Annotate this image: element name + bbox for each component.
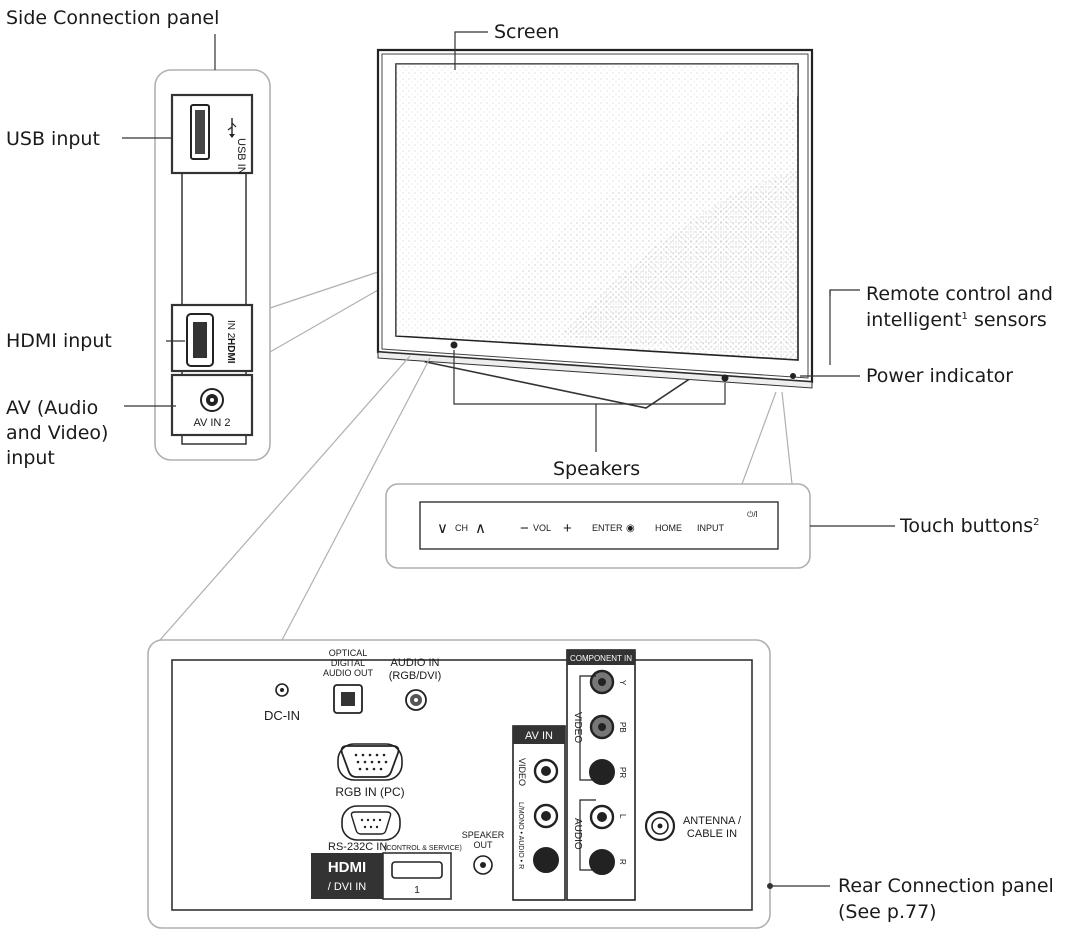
usb-icon — [227, 118, 237, 138]
antenna-label-1: ANTENNA / — [683, 815, 742, 827]
rgb-in-label: RGB IN (PC) — [335, 785, 404, 799]
component-y-label: Y — [618, 680, 627, 686]
footnote-2-marker: 2 — [1033, 517, 1040, 528]
optical-label-1: OPTICAL — [329, 648, 368, 658]
av-in-label: AV IN — [525, 730, 553, 742]
vol-down-button[interactable]: − — [520, 520, 529, 537]
av-input-label-line1: AV (Audio — [6, 397, 99, 419]
touch-buttons-label: Touch buttons2 — [900, 514, 1040, 538]
component-pr-jack — [589, 759, 615, 785]
hdmi-logo-block — [311, 853, 383, 899]
vol-up-button[interactable]: + — [563, 520, 572, 537]
footnote-1-marker: 1 — [961, 311, 968, 322]
power-indicator-label: Power indicator — [866, 365, 1014, 387]
remote-sensor-label-line2: intelligent1 sensors — [866, 308, 1047, 332]
speakers-label: Speakers — [553, 458, 641, 480]
component-video-label: VIDEO — [572, 712, 583, 743]
av-video-label: VIDEO — [517, 758, 527, 786]
rs232-label: RS-232C IN — [328, 841, 387, 853]
tv-set — [376, 48, 814, 409]
av-in2-label: AV IN 2 — [193, 417, 230, 429]
component-audio-label: AUDIO — [572, 818, 583, 850]
touch-buttons-label-text: Touch buttons — [900, 515, 1034, 537]
component-in-label: COMPONENT IN — [570, 654, 632, 663]
rs232-small-label: (CONTROL & SERVICE) — [384, 845, 462, 852]
remote-sensor-label-suffix: sensors — [967, 309, 1047, 331]
optical-label-2: DIGITAL — [331, 658, 365, 668]
screen-label: Screen — [494, 21, 560, 43]
hdmi-rear-port — [391, 861, 443, 879]
remote-sensor-label-text: intelligent — [866, 309, 962, 331]
speaker-out-label-1: SPEAKER — [462, 830, 505, 840]
component-pr-label: PR — [618, 767, 627, 778]
audio-in-label-2: (RGB/DVI) — [389, 670, 442, 682]
side-connection-panel: USB IN IN 2 HDMI AV IN 2 — [154, 69, 379, 461]
usb-port-frame — [170, 93, 254, 175]
dc-in-label: DC-IN — [264, 708, 300, 723]
component-l-label: L — [618, 814, 627, 819]
hdmi-rear-logo: HDMI — [328, 859, 366, 876]
speaker-out-label-2: OUT — [474, 840, 494, 850]
remote-sensor-label-line1: Remote control and — [866, 283, 1053, 305]
hdmi-in2-label: IN 2 — [225, 320, 236, 339]
touch-buttons-panel — [385, 391, 811, 569]
av-audio-r-jack — [533, 847, 559, 873]
optical-label-3: AUDIO OUT — [323, 668, 374, 678]
enter-button[interactable]: ENTER — [592, 523, 623, 533]
rear-connection-panel-label-line2: (See p.77) — [838, 901, 937, 923]
home-button[interactable]: HOME — [655, 523, 682, 533]
av-audio-label: L/MONO • AUDIO • R — [517, 802, 524, 869]
touch-buttons-labels: ∨ CH ∧ − VOL + ENTER ◉ HOME INPUT ⏻/I — [437, 510, 758, 537]
rear-connection-panel-label-line1: Rear Connection panel — [838, 875, 1054, 897]
rgb-port — [340, 745, 400, 778]
speaker-right-dot — [721, 374, 729, 382]
rear-panel-labels: DC-IN OPTICAL DIGITAL AUDIO OUT AUDIO IN… — [264, 648, 742, 896]
input-button[interactable]: INPUT — [697, 523, 725, 533]
enter-dot-icon: ◉ — [626, 523, 635, 534]
component-r-jack — [589, 849, 615, 875]
hdmi-port-number: 1 — [414, 885, 420, 896]
antenna-label-2: CABLE IN — [687, 828, 737, 840]
speaker-left-dot — [450, 341, 458, 349]
component-pb-label: PB — [618, 722, 627, 733]
side-connection-panel-label: Side Connection panel — [6, 7, 220, 29]
vol-label: VOL — [533, 523, 551, 533]
power-indicator-dot — [790, 373, 796, 379]
rear-connection-panel — [147, 355, 771, 929]
ch-up-button[interactable]: ∧ — [475, 520, 486, 537]
power-button[interactable]: ⏻/I — [747, 510, 758, 519]
component-r-label: R — [618, 859, 627, 865]
av-input-label-line3: input — [6, 447, 55, 469]
av-input-label-line2: and Video) — [6, 422, 109, 444]
usb-in-label: USB IN — [235, 138, 247, 175]
usb-input-label: USB input — [6, 128, 100, 150]
hdmi-input-label: HDMI input — [6, 330, 112, 352]
audio-in-label-1: AUDIO IN — [391, 657, 440, 669]
hdmi-logo: HDMI — [225, 338, 236, 364]
ch-down-button[interactable]: ∨ — [437, 520, 448, 537]
dvi-in-label: / DVI IN — [328, 881, 367, 893]
ch-label: CH — [455, 523, 468, 533]
